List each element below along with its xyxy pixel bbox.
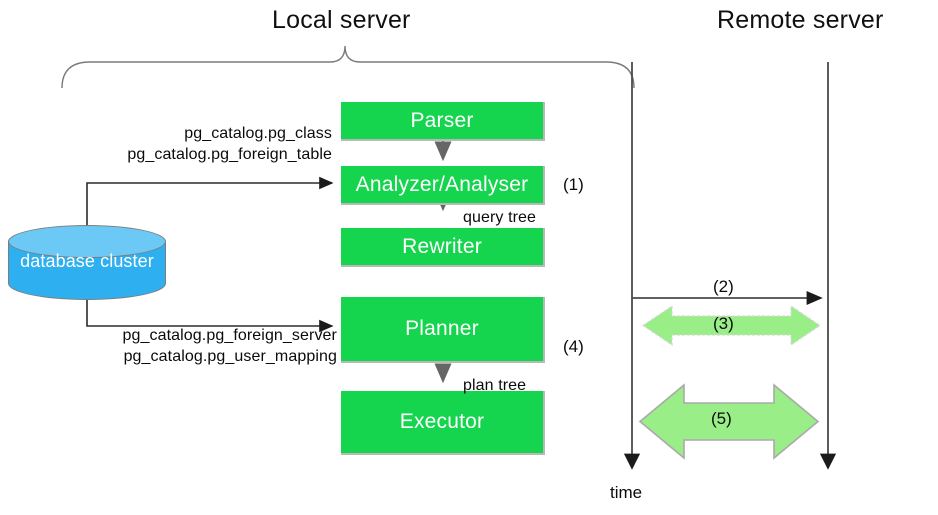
stage-label-analyzer: Analyzer/Analyser bbox=[355, 172, 529, 196]
step-number-1: (1) bbox=[563, 175, 584, 194]
step-number-5: (5) bbox=[711, 409, 732, 428]
cylinder-top-ellipse bbox=[8, 225, 166, 258]
local-server-brace bbox=[61, 45, 635, 89]
time-axis-label: time bbox=[610, 483, 643, 502]
step-number-3: (3) bbox=[713, 314, 734, 333]
stage-box-executor[interactable]: Executor bbox=[341, 391, 545, 455]
stage-box-parser[interactable]: Parser bbox=[341, 102, 545, 141]
stage-label-rewriter: Rewriter bbox=[402, 234, 482, 258]
catalog-label-pg-class: pg_catalog.pg_class bbox=[184, 125, 332, 142]
stage-label-executor: Executor bbox=[399, 410, 485, 433]
catalog-label-pg-foreign-table: pg_catalog.pg_foreign_table bbox=[127, 146, 332, 163]
local-server-title: Local server bbox=[272, 6, 411, 34]
catalog-label-pg-user-mapping: pg_catalog.pg_user_mapping bbox=[123, 348, 337, 365]
stage-label-parser: Parser bbox=[410, 108, 474, 132]
catalog-label-pg-foreign-server: pg_catalog.pg_foreign_server bbox=[122, 327, 337, 344]
stage-label-planner: Planner bbox=[405, 317, 479, 340]
stage-box-rewriter[interactable]: Rewriter bbox=[341, 228, 545, 267]
database-cluster-label: database cluster bbox=[20, 251, 154, 271]
step-number-4: (4) bbox=[563, 337, 584, 356]
stage-box-analyzer[interactable]: Analyzer/Analyser bbox=[341, 166, 545, 205]
database-cluster[interactable]: database cluster bbox=[8, 225, 166, 301]
catalog-connector-analyzer bbox=[86, 176, 334, 225]
stage-box-planner[interactable]: Planner bbox=[341, 297, 545, 363]
remote-server-title: Remote server bbox=[717, 6, 884, 34]
step-number-2: (2) bbox=[713, 277, 734, 296]
edge-label-plan-tree: plan tree bbox=[463, 377, 527, 394]
catalog-connector-planner bbox=[86, 300, 334, 333]
edge-label-query-tree: query tree bbox=[463, 209, 537, 226]
